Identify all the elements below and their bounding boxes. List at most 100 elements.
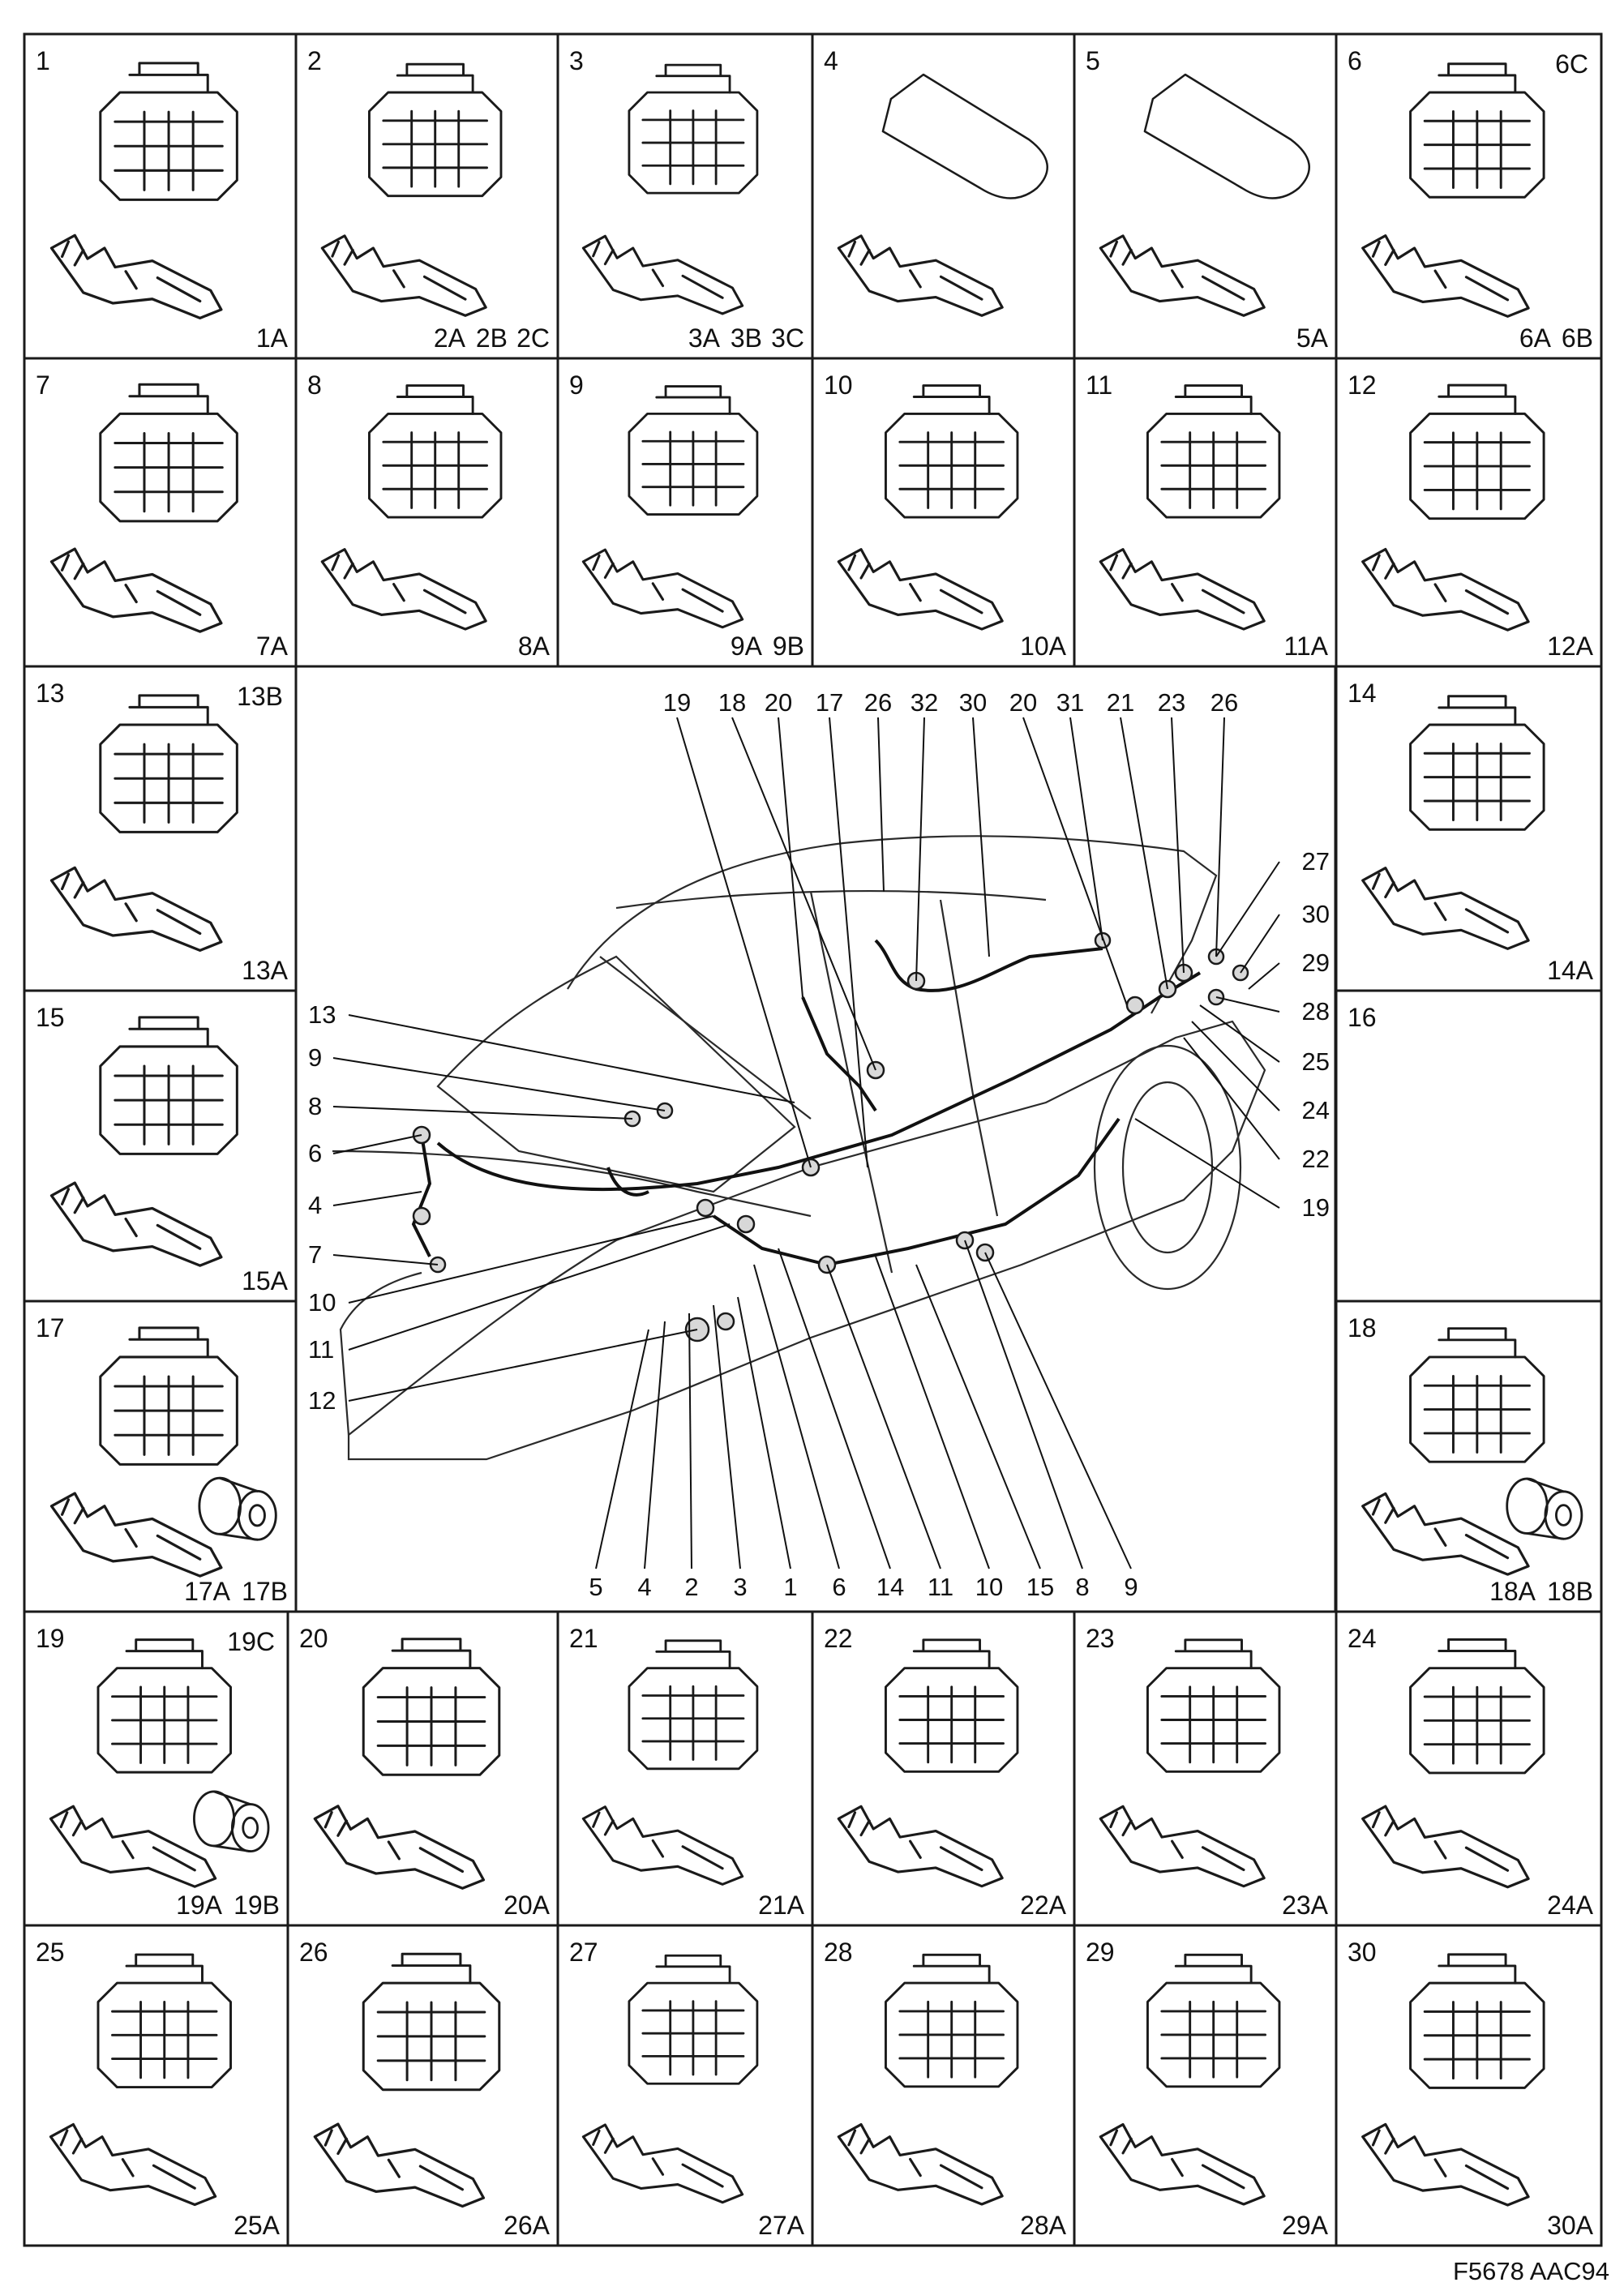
cell-number: 22 — [824, 1624, 853, 1653]
part-label: 11A — [1283, 632, 1328, 661]
cell-14: 14 14A — [1335, 665, 1603, 992]
part-label: 6B — [1562, 323, 1593, 353]
main-harness — [436, 971, 1202, 1192]
cell-number: 18 — [1348, 1313, 1377, 1342]
leader-line — [1191, 1021, 1280, 1111]
leader-line — [348, 1014, 795, 1103]
leader-line — [1248, 962, 1280, 990]
car-body-outline — [347, 1020, 1266, 1461]
callout-label: 4 — [637, 1573, 651, 1601]
leader-line — [713, 1304, 741, 1569]
cell-4: 4 — [811, 32, 1076, 360]
leader-line — [676, 717, 812, 1168]
part-label: 19B — [234, 1891, 280, 1920]
callout-label: 6 — [832, 1573, 846, 1601]
hood-line — [332, 1150, 812, 1218]
part-label: 3A — [688, 323, 721, 353]
callout-label: 8 — [308, 1092, 322, 1120]
callout-label: 28 — [1302, 997, 1330, 1026]
cell-16: 16 — [1335, 989, 1603, 1303]
callout-label: 19 — [663, 688, 691, 717]
callout-label: 20 — [765, 688, 792, 717]
leader-line — [829, 717, 868, 1168]
part-label: 17B — [242, 1577, 288, 1606]
cell-number: 26 — [299, 1938, 328, 1967]
leader-line — [332, 1191, 422, 1206]
cell-number: 4 — [824, 46, 838, 75]
cell-5: 55A — [1073, 32, 1338, 360]
cell-number: 12 — [1348, 370, 1377, 400]
leader-line — [348, 1215, 714, 1304]
callout-label: 6 — [308, 1139, 322, 1167]
cell-number: 6 — [1348, 46, 1362, 75]
cell-number: 25 — [36, 1938, 65, 1967]
part-label: 1A — [256, 323, 289, 353]
callout-label: 26 — [1211, 688, 1238, 717]
part-label: 7A — [256, 632, 289, 661]
leader-line — [688, 1313, 692, 1569]
callout-label: 9 — [308, 1043, 322, 1072]
cell-15: 15 15A — [23, 989, 298, 1303]
leader-line — [348, 1329, 698, 1402]
callout-label: 24 — [1302, 1096, 1330, 1124]
part-label: 20A — [503, 1891, 551, 1920]
part-label: 13B — [237, 682, 283, 711]
leader-line — [644, 1321, 666, 1569]
callout-label: 30 — [1302, 900, 1330, 928]
cell-number: 17 — [36, 1313, 65, 1342]
leader-line — [1215, 861, 1280, 957]
leader-line — [778, 717, 803, 998]
part-label: 10A — [1020, 632, 1067, 661]
callout-label: 10 — [975, 1573, 1003, 1601]
callout-label: 2 — [684, 1573, 698, 1601]
cell-number: 3 — [569, 46, 584, 75]
callout-label: 30 — [959, 688, 987, 717]
windscreen-outline — [436, 955, 796, 1193]
part-label: 12A — [1547, 632, 1594, 661]
door-line — [809, 891, 999, 1274]
leader-line — [1171, 717, 1185, 974]
callout-label: 11 — [928, 1573, 953, 1601]
part-label: 17A — [184, 1577, 231, 1606]
part-label: 14A — [1547, 956, 1594, 985]
part-label: 2B — [476, 323, 508, 353]
callout-label: 9 — [1124, 1573, 1138, 1601]
part-label: 15A — [242, 1266, 289, 1295]
part-label: 19C — [227, 1627, 275, 1656]
part-label: 5A — [1296, 323, 1329, 353]
part-label: 9B — [773, 632, 804, 661]
cell-number: 11 — [1086, 370, 1112, 400]
leader-line — [731, 717, 876, 1071]
callout-label: 13 — [308, 1000, 336, 1029]
part-label: 6C — [1555, 49, 1588, 79]
leader-line — [1022, 717, 1128, 1006]
cell-number: 15 — [36, 1003, 65, 1032]
callout-label: 31 — [1056, 688, 1084, 717]
callout-label: 21 — [1107, 688, 1134, 717]
leader-line — [915, 717, 925, 982]
callout-label: 11 — [308, 1335, 334, 1364]
cell-number: 14 — [1348, 679, 1377, 708]
leader-line — [737, 1296, 791, 1569]
callout-label: 17 — [816, 688, 843, 717]
rear-wheel-inner — [1121, 1081, 1214, 1254]
callout-label: 1 — [783, 1573, 797, 1601]
cell-number: 8 — [307, 370, 322, 400]
part-label: 18B — [1547, 1577, 1593, 1606]
leader-line — [964, 1240, 1083, 1569]
callout-label: 14 — [876, 1573, 904, 1601]
leader-line — [984, 1252, 1132, 1569]
part-label: 24A — [1547, 1891, 1594, 1920]
cell-7: 77A — [23, 357, 298, 668]
leader-line — [332, 1134, 422, 1154]
cell-number: 27 — [569, 1938, 598, 1967]
